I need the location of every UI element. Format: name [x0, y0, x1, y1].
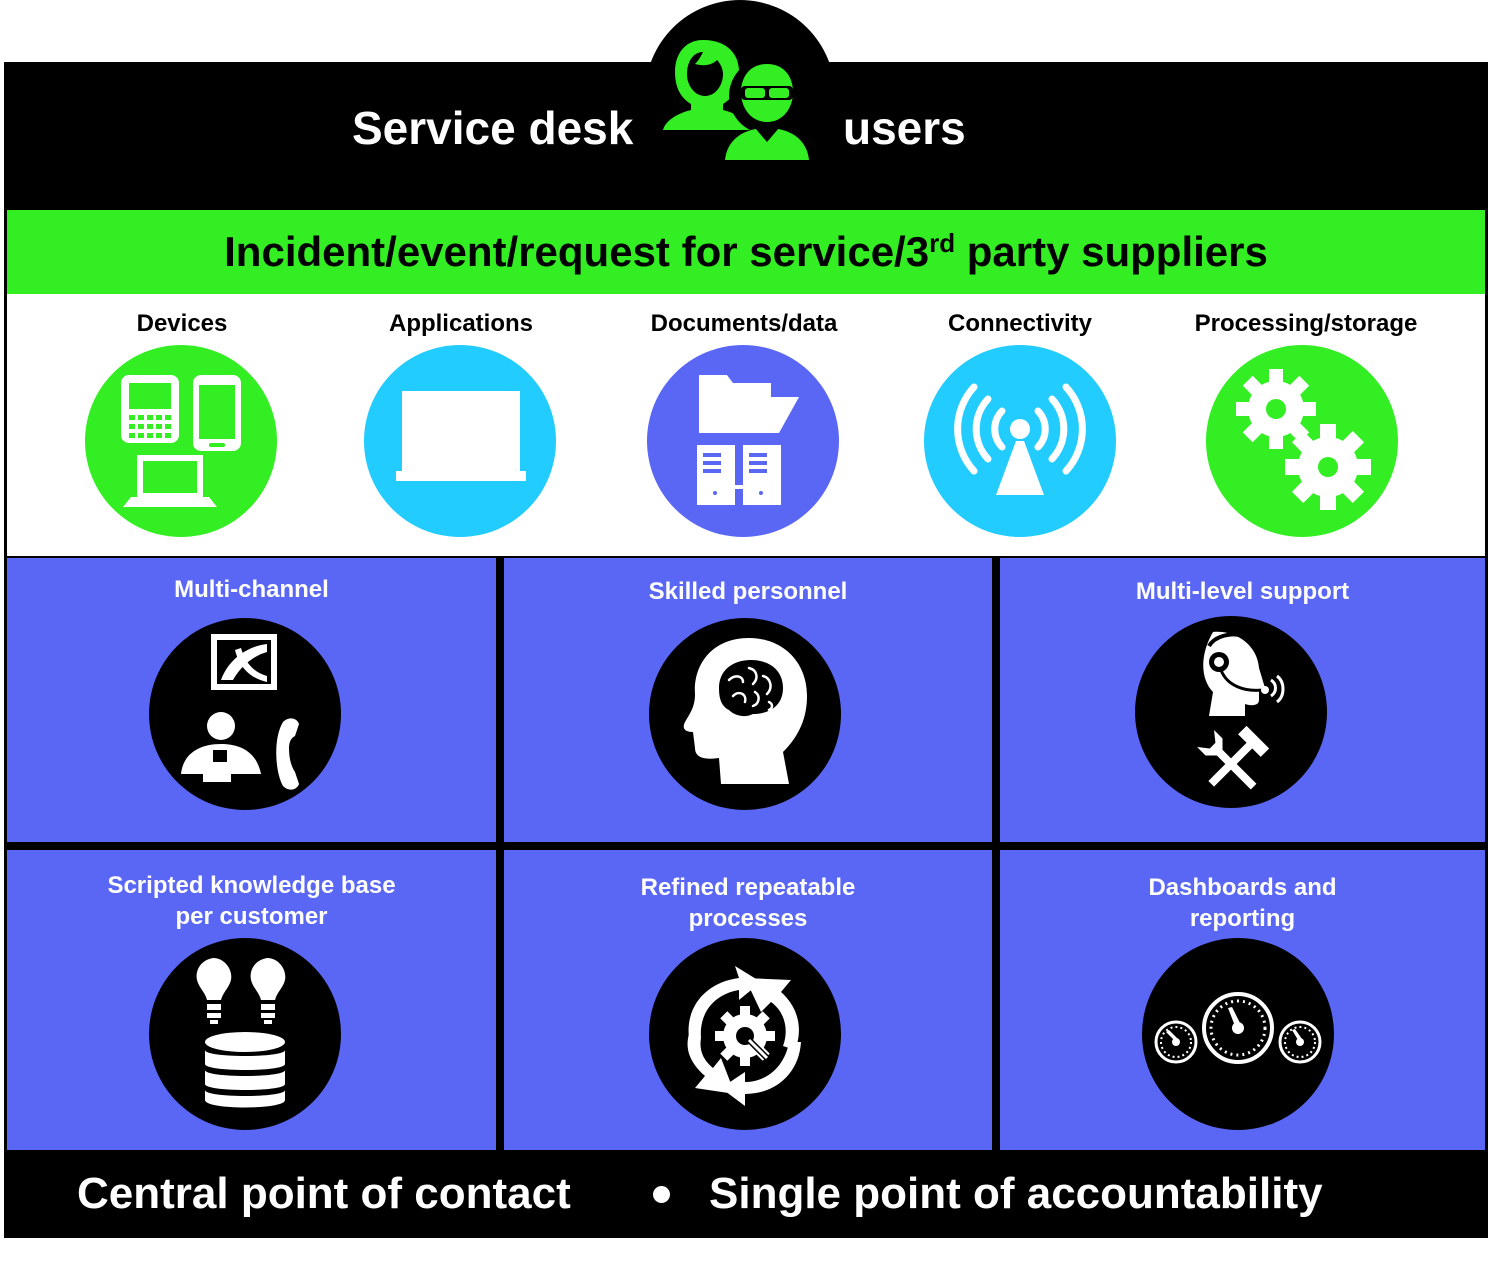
tile-label-line1: Refined repeatable	[640, 874, 856, 901]
user-pair-icon	[663, 40, 809, 160]
source-circle-applications	[364, 345, 556, 537]
tile-label-line2: reporting	[1189, 905, 1296, 932]
header-left-label: Service desk	[352, 102, 634, 154]
tile-label-line2: processes	[688, 905, 808, 932]
tile-label: Multi-level support	[1135, 578, 1350, 605]
tile-multi-level-support: Multi-level support	[1000, 558, 1485, 842]
header-right-label: users	[843, 102, 966, 154]
source-label-devices: Devices	[136, 310, 228, 337]
source-label-documents: Documents/data	[650, 310, 838, 337]
source-circle-documents	[647, 345, 839, 537]
footer-bullet	[653, 1186, 670, 1203]
laptop-icon	[396, 391, 526, 481]
tile-icon-circle	[649, 618, 841, 810]
source-circle-processing	[1206, 345, 1398, 537]
tile-icon-circle	[149, 938, 341, 1130]
tile-skilled-personnel: Skilled personnel	[504, 558, 992, 842]
folder-server-icon	[697, 375, 799, 505]
gears-icon	[1236, 369, 1371, 510]
tile-icon-circle	[1135, 616, 1327, 808]
multichannel-icon	[181, 634, 299, 790]
source-label-applications: Applications	[388, 310, 533, 337]
request-types-band: Incident/event/request for service/3rd p…	[7, 210, 1485, 294]
dashboard-gauges-icon	[1154, 992, 1322, 1064]
tile-label-line1: Scripted knowledge base	[107, 872, 396, 899]
tile-icon-circle	[149, 618, 341, 810]
source-circle-devices	[85, 345, 277, 537]
tile-dashboards-reporting: Dashboards and reporting	[1000, 850, 1485, 1150]
tile-multi-channel: Multi-channel	[7, 558, 496, 842]
headset-tools-icon	[1197, 631, 1285, 790]
source-circle-connectivity	[924, 345, 1116, 537]
tile-label-line1: Dashboards and	[1148, 874, 1337, 901]
tile-label: Multi-channel	[174, 576, 329, 603]
tile-label: Skilled personnel	[648, 578, 848, 605]
wireless-tower-icon	[954, 383, 1086, 495]
devices-icon	[121, 375, 241, 507]
band-title: Incident/event/request for service/3rd p…	[224, 228, 1268, 275]
source-label-processing: Processing/storage	[1194, 310, 1418, 337]
process-cycle-icon	[687, 966, 801, 1106]
tile-icon-circle	[649, 938, 841, 1130]
tile-icon-circle	[1142, 938, 1334, 1130]
footer-right-text: Single point of accountability	[709, 1169, 1323, 1218]
tile-label-line2: per customer	[175, 903, 328, 930]
brain-head-icon	[683, 638, 807, 784]
tile-knowledge-base: Scripted knowledge base per customer	[7, 850, 496, 1150]
tile-repeatable-processes: Refined repeatable processes	[504, 850, 992, 1150]
footer-left-text: Central point of contact	[77, 1169, 571, 1218]
knowledge-base-icon	[196, 958, 286, 1108]
source-label-connectivity: Connectivity	[947, 310, 1093, 337]
